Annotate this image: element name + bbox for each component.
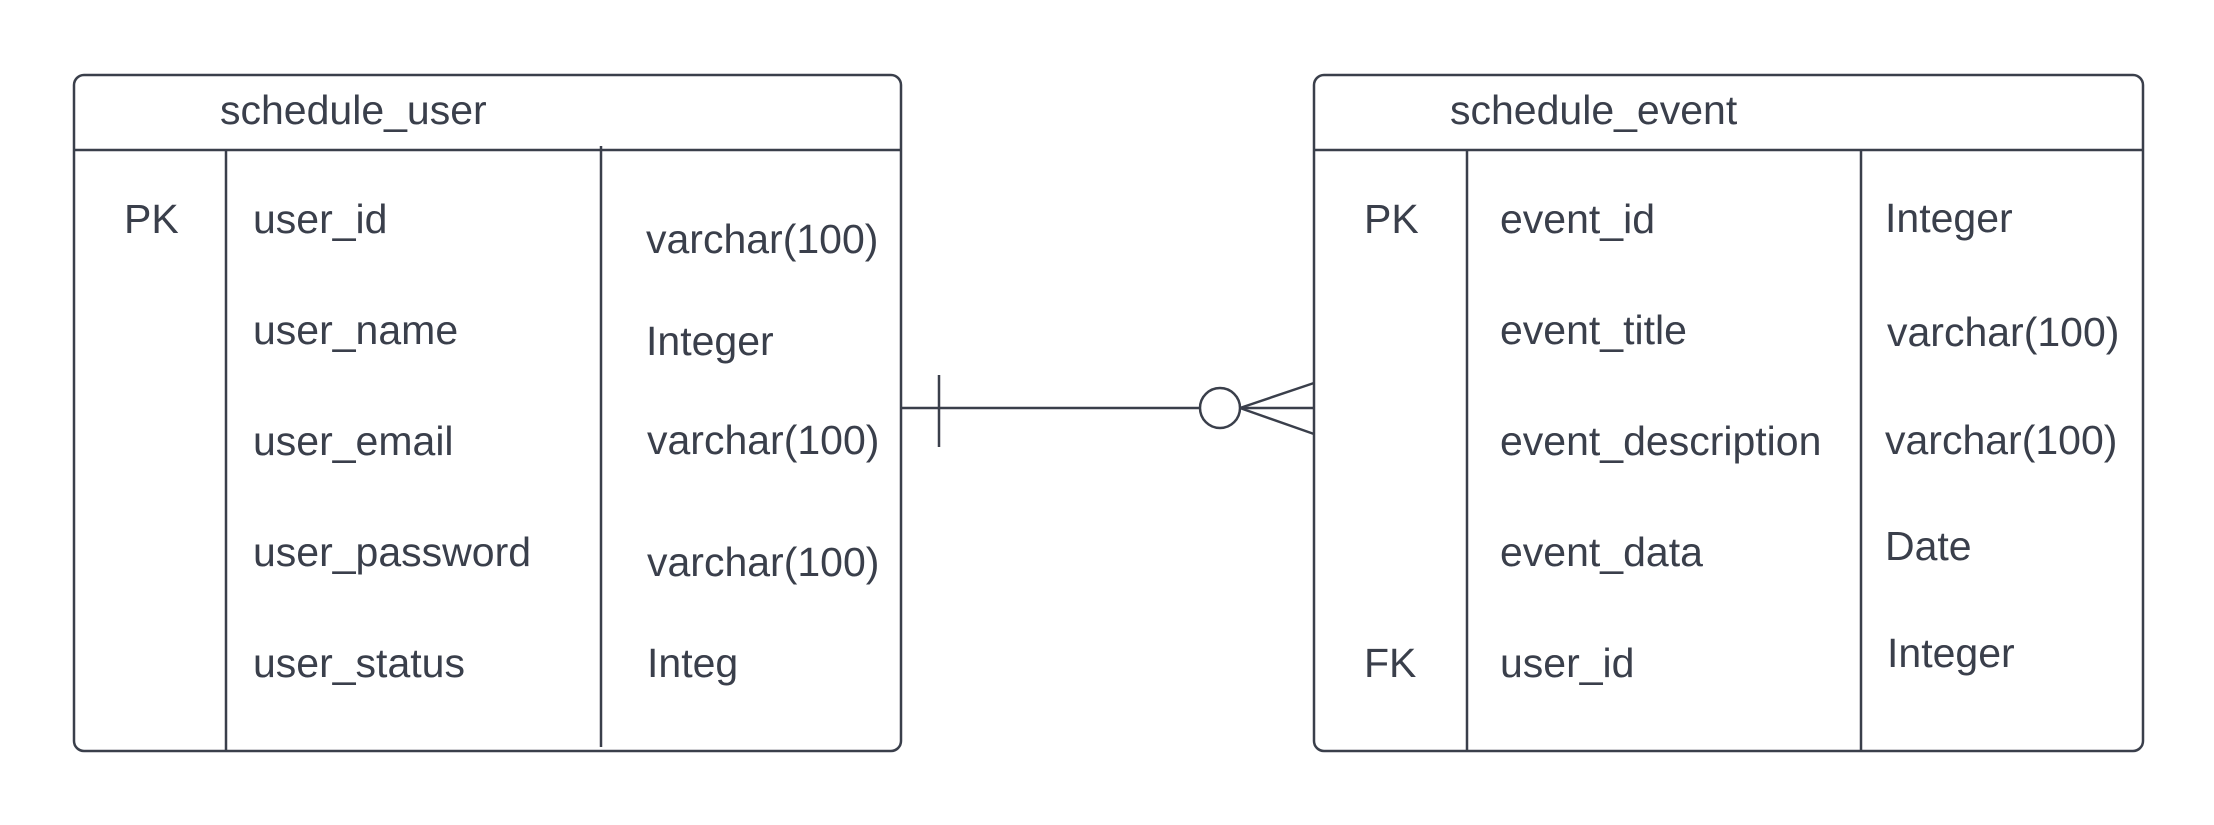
relationship-connector[interactable] — [901, 375, 1315, 447]
row-field: event_description — [1500, 418, 1821, 464]
row-field: user_id — [253, 196, 387, 242]
entity-schedule-event[interactable]: schedule_event PK event_id Integer event… — [1312, 73, 2145, 753]
row-type: varchar(100) — [647, 417, 879, 463]
crowfoot-lower — [1239, 406, 1315, 436]
row-field: event_id — [1500, 196, 1655, 242]
row-type: varchar(100) — [647, 539, 879, 585]
row-field: user_status — [253, 640, 465, 686]
row-type: varchar(100) — [646, 216, 878, 262]
row-type: Integer — [646, 318, 774, 364]
row-type: varchar(100) — [1885, 417, 2117, 463]
row-field: event_title — [1500, 307, 1687, 353]
entity-schedule-user[interactable]: schedule_user PK user_id varchar(100) us… — [72, 73, 903, 753]
row-field: user_email — [253, 418, 454, 464]
row-type: Integ — [647, 640, 738, 686]
entity-title: schedule_user — [220, 87, 487, 133]
entity-box — [72, 73, 903, 753]
row-type: Integer — [1885, 195, 2013, 241]
row-field: user_id — [1500, 640, 1634, 686]
row-type: Integer — [1887, 630, 2015, 676]
row-field: user_name — [253, 307, 458, 353]
entity-box — [1312, 73, 2145, 753]
row-field: user_password — [253, 529, 531, 575]
row-type: Date — [1885, 523, 1972, 569]
row-key: FK — [1364, 640, 1416, 686]
row-type: varchar(100) — [1887, 309, 2119, 355]
row-key: PK — [124, 196, 179, 242]
entity-title: schedule_event — [1450, 87, 1738, 133]
row-key: PK — [1364, 196, 1419, 242]
row-field: event_data — [1500, 529, 1703, 575]
crowfoot-upper — [1239, 381, 1315, 410]
zero-cardinality-circle — [1198, 386, 1242, 430]
